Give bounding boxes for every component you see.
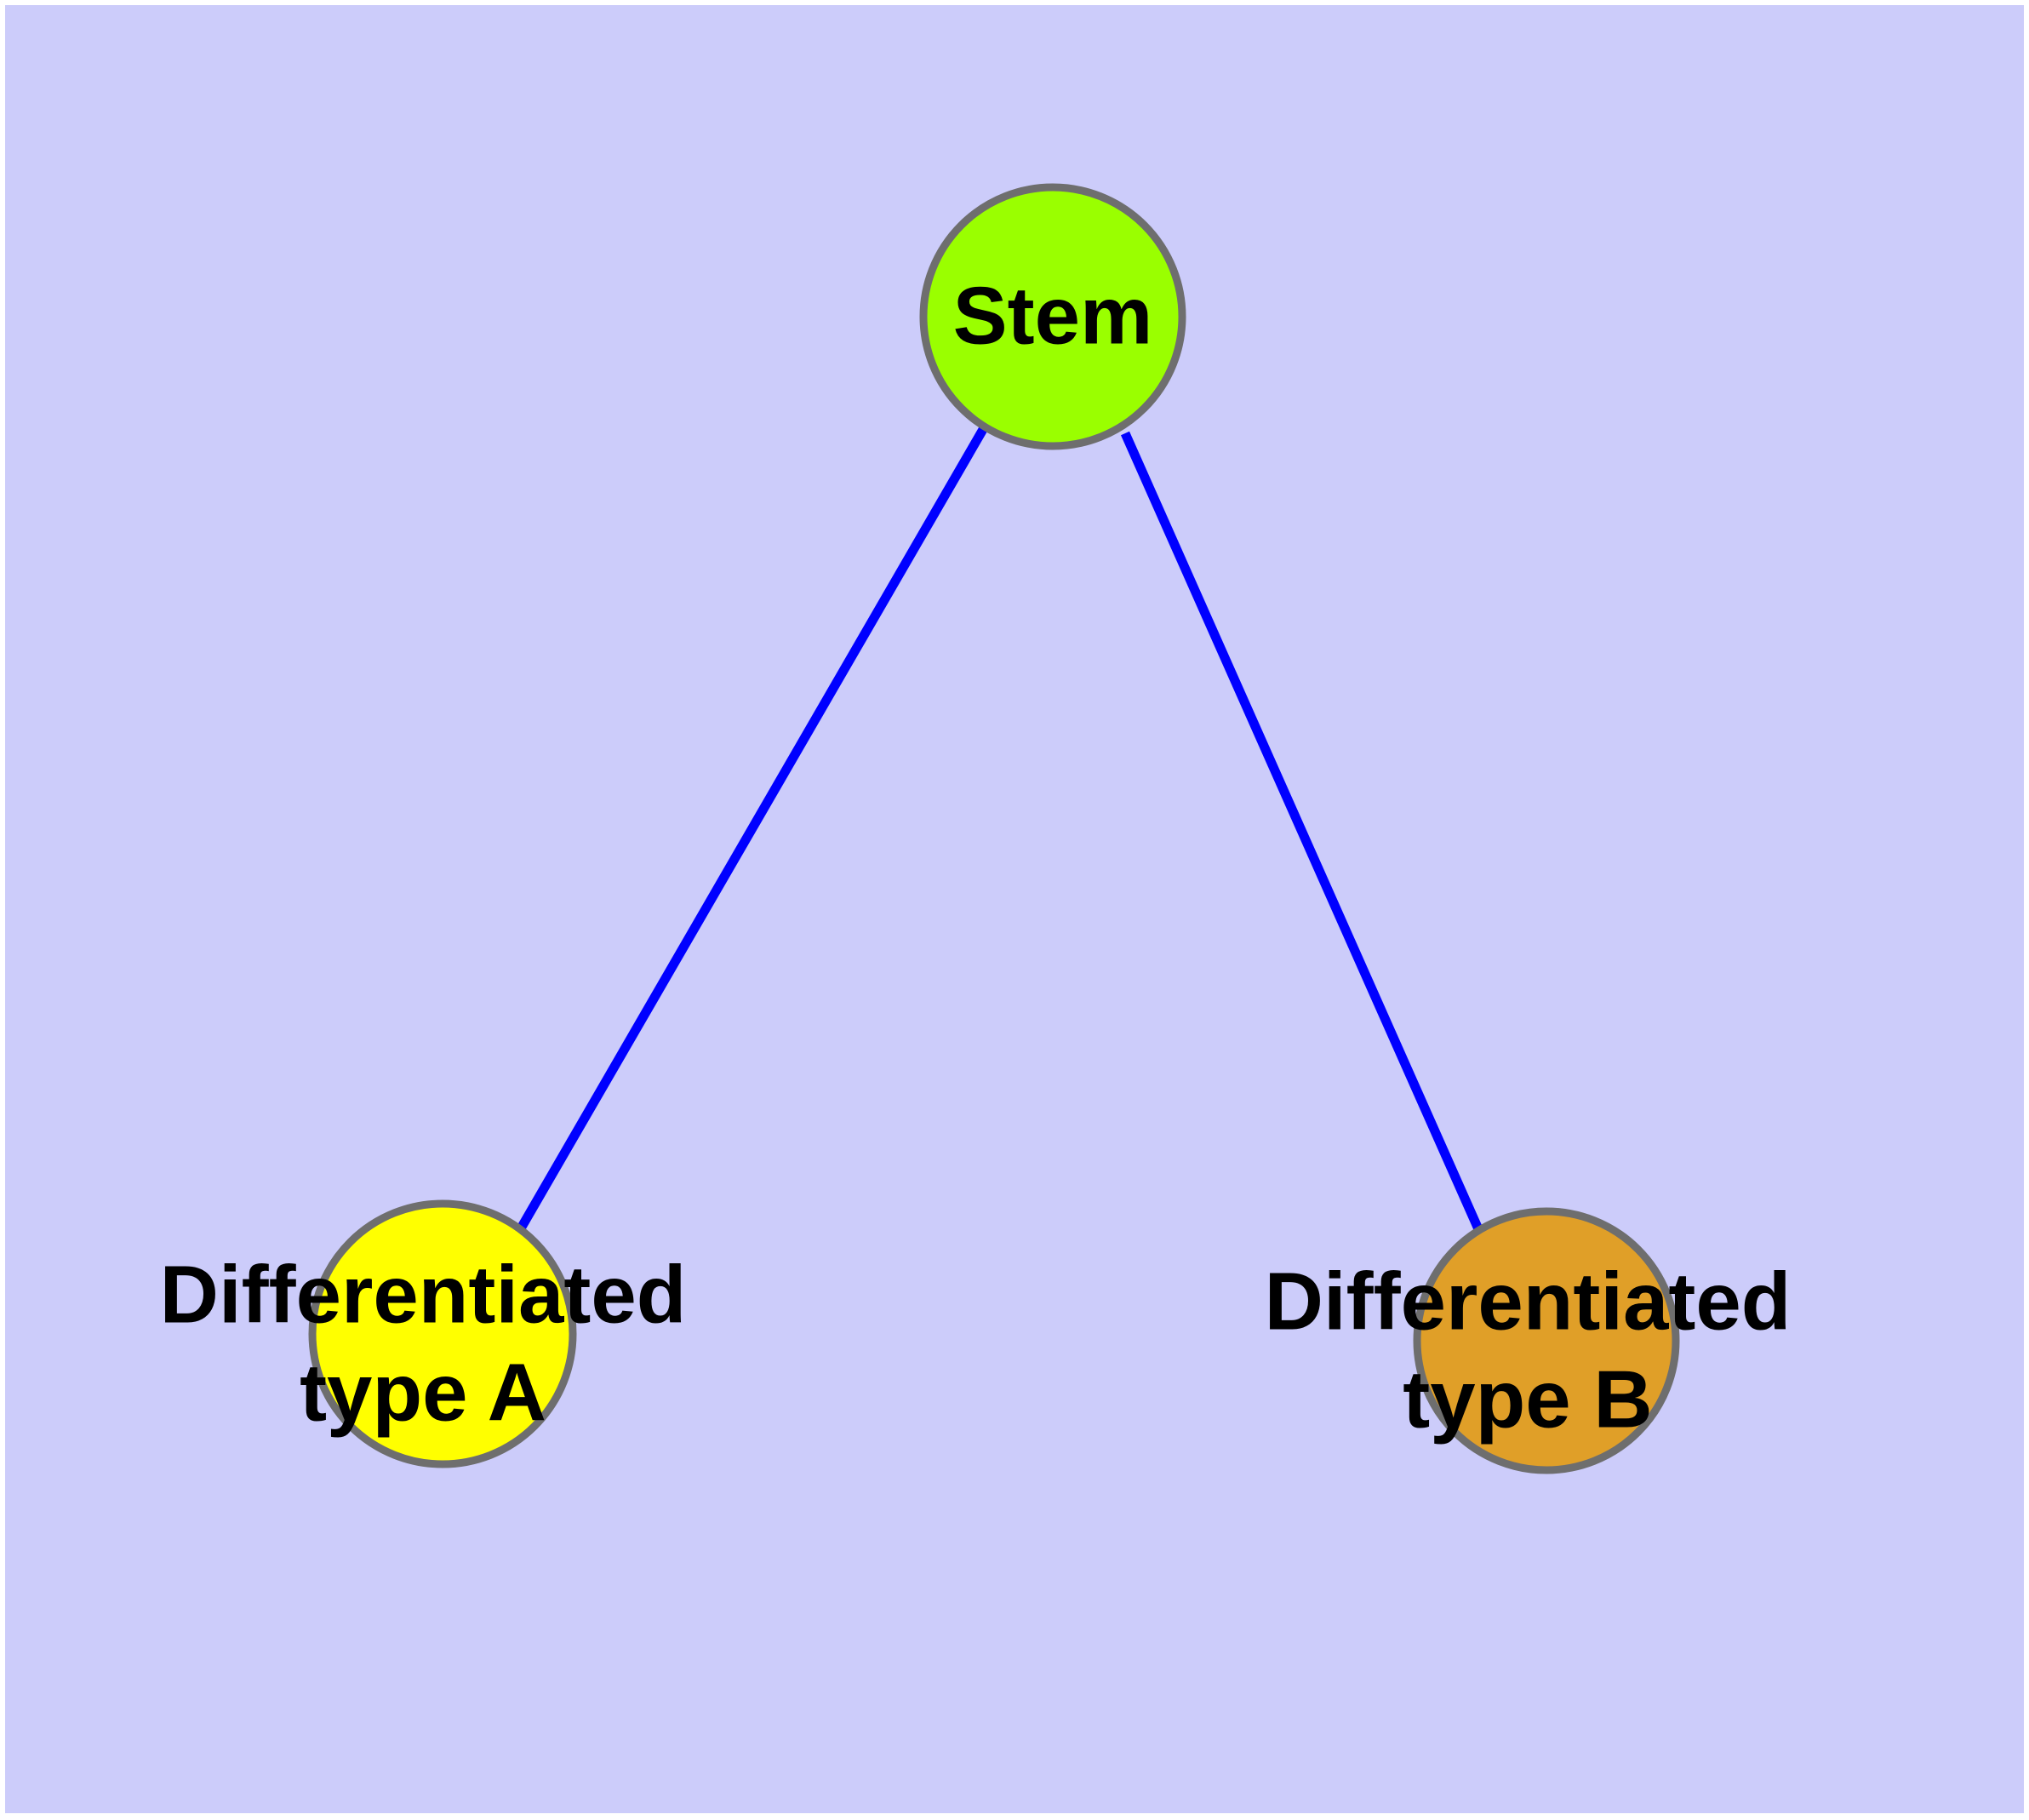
- edge-stem-to-differentiated-type-b[interactable]: [1120, 431, 1484, 1233]
- node-group: [308, 183, 1680, 1474]
- node-differentiated-type-b-label-line1: Differentiated: [1265, 1256, 1792, 1347]
- node-differentiated-type-a-circle[interactable]: [308, 1199, 577, 1468]
- node-differentiated-type-a-label-line1: Differentiated: [160, 1249, 687, 1340]
- edge-group: [517, 424, 1484, 1233]
- node-label-group: Stem Differentiated type A Differentiate…: [160, 270, 1792, 1445]
- edge-stem-to-differentiated-type-a[interactable]: [517, 424, 989, 1231]
- node-differentiated-type-b-label-line2: type B: [1403, 1354, 1652, 1445]
- node-stem-label: Stem: [953, 270, 1153, 361]
- node-stem-circle[interactable]: [919, 183, 1186, 450]
- node-differentiated-type-a-label-line2: type A: [300, 1347, 546, 1438]
- node-differentiated-type-b-circle[interactable]: [1413, 1207, 1680, 1474]
